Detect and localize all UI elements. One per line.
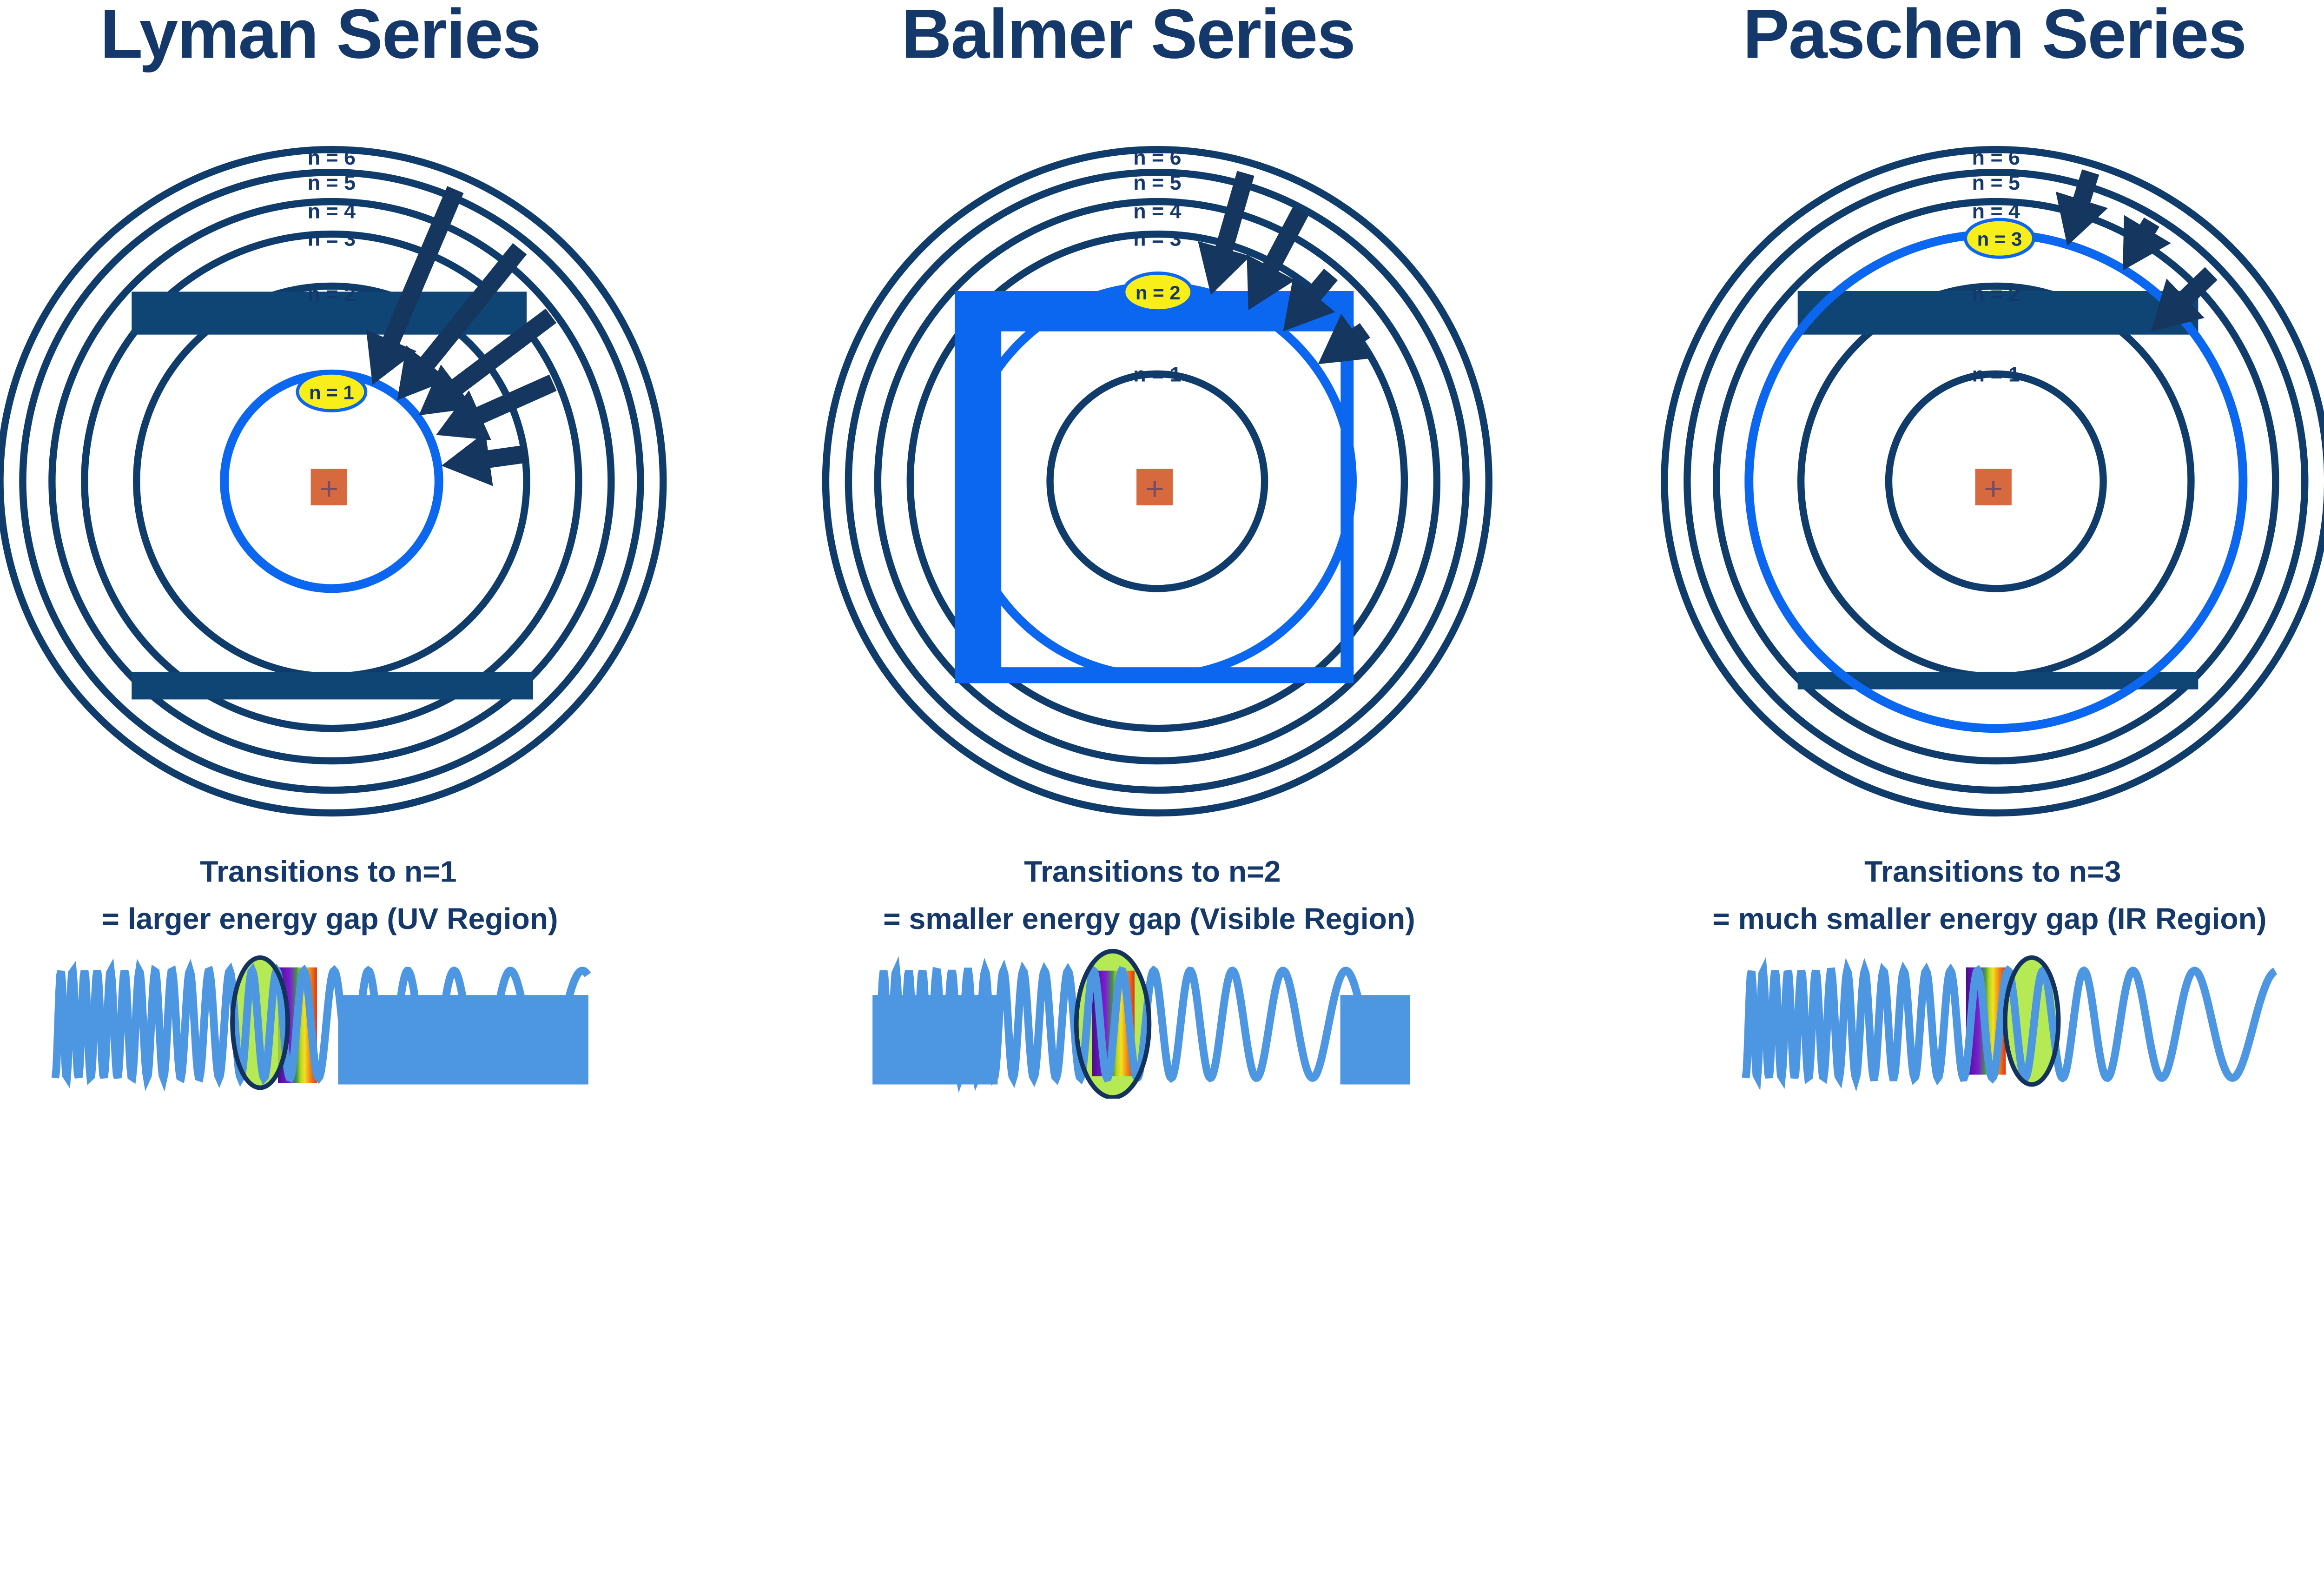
balmer-orbit-ring-n4 [874,198,1441,765]
lyman-transition-arrow-1 [366,186,464,385]
paschen-title: Paschen Series [1743,0,2246,73]
lyman-nucleus [310,469,347,505]
lyman-orbit-ring-n6 [0,146,667,816]
lyman-title: Lyman Series [100,0,540,73]
balmer-title: Balmer Series [901,0,1355,73]
paschen-wave [1742,957,2278,1092]
lyman-orbit-ring-n5 [19,168,644,794]
paschen-label-n6: n = 6 [1972,146,2020,169]
balmer-wave-mask-left [872,995,998,1085]
hydrogen-series-diagram: Lyman Series n = 6 n = 5 n = 4 n = 3 n =… [0,0,2324,1099]
lyman-target-level-label: n = 1 [309,382,354,404]
lyman-caption-line2: = larger energy gap (UV Region) [102,902,558,935]
lyman-transition-arrow-5 [441,432,529,486]
lyman-label-n5: n = 5 [308,171,356,194]
balmer-wave-mask-right [1340,995,1410,1085]
lyman-orbit-ring-n3 [81,230,582,732]
lyman-target-level-badge [296,371,368,412]
balmer-target-level-label: n = 2 [1136,282,1181,304]
lyman-orbit-ring-n4 [48,198,615,765]
lyman-label-n4: n = 4 [308,200,356,223]
paschen-transition-arrow-2 [2122,215,2171,271]
lyman-wave-mask-right [338,995,588,1085]
balmer-level-square-bottom [955,667,1354,683]
paschen-panel: Paschen Series n = 6 n = 5 n = 4 n = 2 n… [1661,0,2324,1092]
balmer-label-n5: n = 5 [1133,171,1181,194]
balmer-orbit-ring-n5 [845,168,1470,794]
paschen-label-n2: n = 2 [1972,283,2020,306]
balmer-level-square-right [1340,291,1354,683]
lyman-panel: Lyman Series n = 6 n = 5 n = 4 n = 3 n =… [0,0,667,1092]
lyman-emission-highlight-outline [230,955,290,1090]
lyman-caption-line1: Transitions to n=1 [200,855,456,888]
balmer-level-square-left [955,291,1002,683]
paschen-label-n5: n = 5 [1972,171,2020,194]
balmer-transition-arrow-1 [1198,171,1254,295]
balmer-nucleus [1136,469,1173,505]
paschen-energy-bar-top [1797,291,2199,335]
paschen-caption-line2: = much smaller energy gap (IR Region) [1712,902,2266,935]
lyman-label-n2: n = 2 [308,283,356,306]
balmer-orbit-ring-n1 [1046,370,1268,592]
lyman-energy-bar-bottom [132,671,534,700]
balmer-caption-line1: Transitions to n=2 [1024,855,1281,888]
balmer-target-level-badge [1122,271,1194,313]
paschen-transition-arrow-3 [2151,267,2218,332]
balmer-orbit-ring-n3 [906,230,1408,732]
lyman-label-n3: n = 3 [308,227,356,250]
balmer-label-n6: n = 6 [1133,146,1181,169]
balmer-transition-arrow-2 [1247,207,1309,310]
paschen-transition-arrow-1 [2055,169,2108,246]
balmer-caption-line2: = smaller energy gap (Visible Region) [883,902,1415,935]
paschen-label-n1: n = 1 [1972,363,2020,386]
balmer-transition-arrow-4 [1318,313,1373,365]
balmer-panel: Balmer Series n = 6 n = 5 n = 4 n = 3 n … [822,0,1492,1099]
paschen-target-level-label: n = 3 [1977,228,2022,250]
balmer-emission-highlight-outline [1074,948,1152,1099]
paschen-caption-line1: Transitions to n=3 [1864,855,2121,888]
lyman-transition-arrow-3 [419,308,557,416]
paschen-orbit-ring-n4 [1713,198,2279,765]
balmer-label-n3: n = 3 [1133,227,1181,250]
balmer-nucleus-plus: + [1145,470,1164,506]
paschen-nucleus-plus: + [1984,470,2003,506]
paschen-target-level-badge [1964,218,2035,259]
balmer-label-n4: n = 4 [1133,200,1181,223]
lyman-nucleus-plus: + [319,470,338,506]
lyman-transition-arrow-4 [436,374,557,440]
balmer-label-n1: n = 1 [1133,363,1181,386]
balmer-orbit-ring-n6 [822,146,1492,817]
paschen-orbit-ring-n5 [1684,168,2309,794]
lyman-label-n6: n = 6 [308,146,356,169]
balmer-transition-arrow-3 [1283,268,1338,331]
paschen-nucleus [1975,469,2012,505]
paschen-emission-highlight-outline [2002,955,2061,1087]
lyman-transition-arrow-2 [397,243,527,400]
paschen-orbit-ring-n6 [1661,146,2324,816]
paschen-orbit-ring-n1 [1885,370,2107,592]
